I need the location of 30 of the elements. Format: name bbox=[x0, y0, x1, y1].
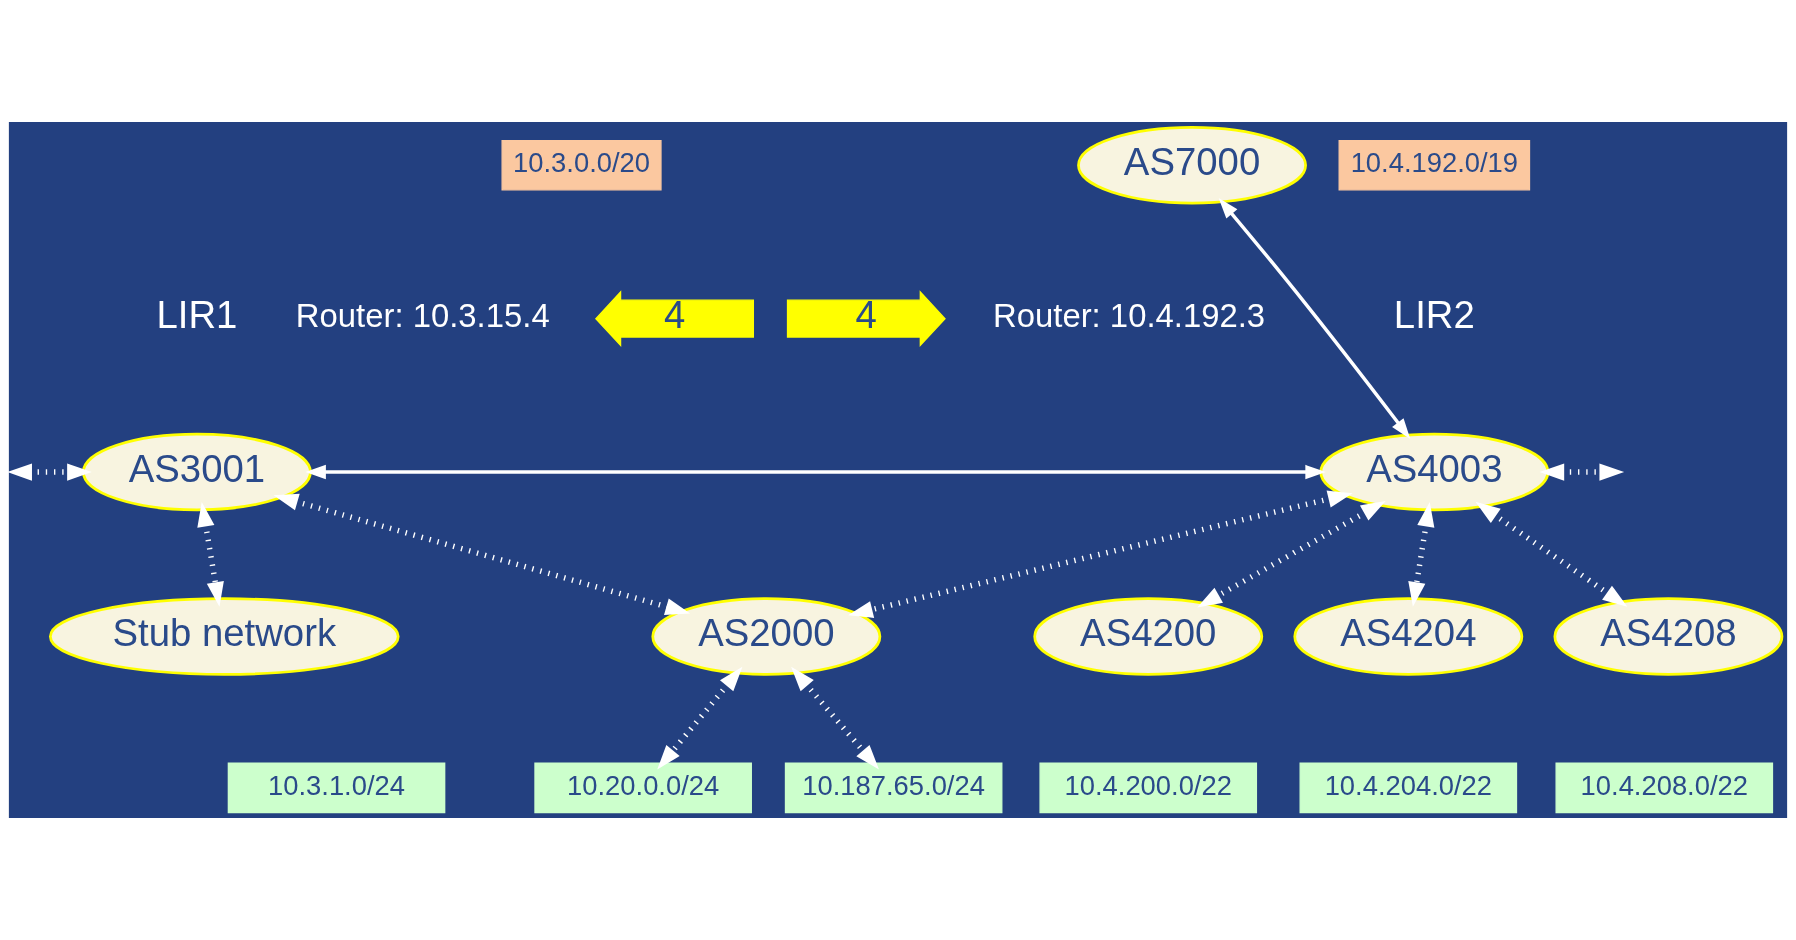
arrow bbox=[1475, 501, 1628, 607]
node-label: LIR2 bbox=[1393, 293, 1475, 337]
arrow bbox=[791, 666, 879, 770]
arrow bbox=[197, 501, 224, 607]
node-ellipse: AS7000 bbox=[1077, 126, 1307, 205]
arrow bbox=[8, 463, 92, 481]
arrow bbox=[305, 464, 1326, 480]
node-ellipse: AS4003 bbox=[1319, 432, 1550, 512]
arrow bbox=[1408, 501, 1435, 607]
arrow bbox=[848, 490, 1353, 618]
node-box: 10.3.0.0/20 bbox=[501, 139, 662, 191]
node-ellipse: AS4200 bbox=[1033, 597, 1264, 676]
node-label: LIR1 bbox=[156, 293, 238, 337]
node-box: 10.4.208.0/22 bbox=[1555, 762, 1774, 814]
node-box: 10.4.204.0/22 bbox=[1299, 762, 1518, 814]
arrow bbox=[1197, 500, 1386, 608]
node-box: 10.4.200.0/22 bbox=[1039, 762, 1258, 814]
label: Router: 10.3.15.4 bbox=[295, 297, 550, 335]
arrow bbox=[1218, 198, 1411, 439]
arrow bbox=[657, 666, 743, 770]
node-box: 10.187.65.0/24 bbox=[784, 762, 1003, 814]
node-box: 10.4.192.0/19 bbox=[1338, 139, 1531, 191]
node-ellipse: AS4204 bbox=[1293, 597, 1524, 676]
arrow bbox=[273, 493, 691, 616]
label: Router: 10.4.192.3 bbox=[993, 297, 1266, 335]
arrow bbox=[1539, 463, 1625, 481]
node-box: 10.3.1.0/24 bbox=[227, 762, 446, 814]
node-box: 10.20.0.0/24 bbox=[534, 762, 752, 814]
node-ellipse: AS4208 bbox=[1553, 597, 1784, 676]
node-ellipse: Stub network bbox=[49, 597, 400, 676]
